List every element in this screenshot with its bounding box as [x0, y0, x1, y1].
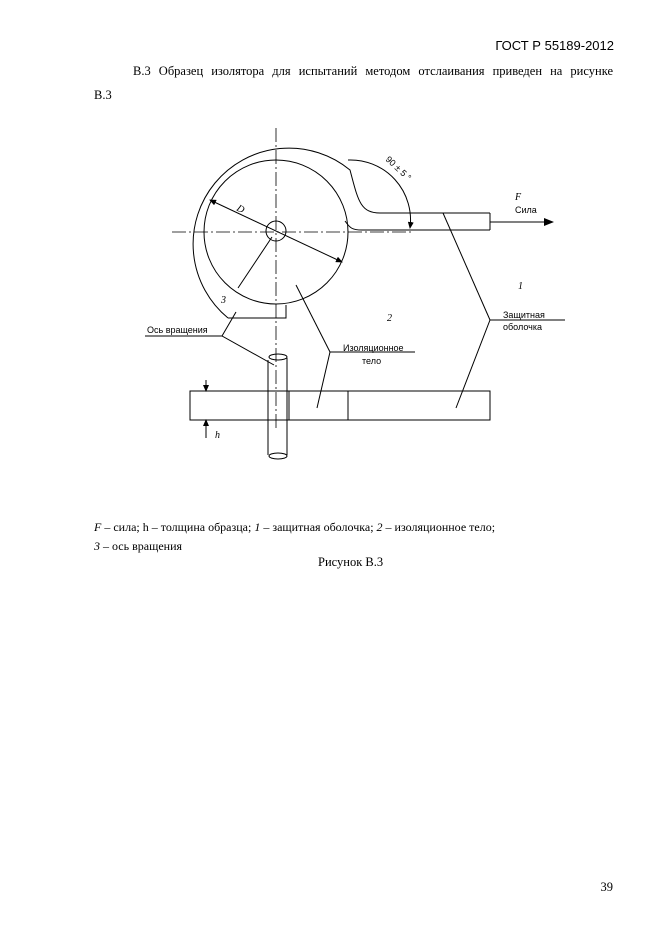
diameter-line	[209, 199, 343, 263]
side-view-strip	[189, 390, 491, 421]
legend-3-text: – ось вращения	[100, 539, 183, 553]
insulating-body-label-2: тело	[362, 356, 381, 366]
thickness-label: h	[215, 430, 220, 441]
leader-axis-to-hole	[237, 236, 273, 289]
legend-1-text: – защитная оболочка;	[260, 520, 377, 534]
figure-legend-line-1: F – сила; h – толщина образца; 1 – защит…	[94, 520, 495, 535]
rotation-axis-label: Ось вращения	[147, 325, 208, 335]
leader-protective-sheath	[455, 319, 565, 409]
force-label: Сила	[515, 205, 537, 215]
angle-arc	[347, 159, 414, 229]
leader-rotation-axis-2	[221, 311, 237, 337]
force-symbol: F	[514, 192, 522, 203]
leader-protective-sheath-2	[442, 212, 491, 321]
standard-number: ГОСТ Р 55189-2012	[495, 38, 614, 53]
diameter-label: D	[234, 202, 247, 216]
label-2: 2	[387, 313, 392, 324]
rod-bottom	[268, 452, 288, 460]
protective-sheath-label-2: оболочка	[503, 322, 542, 332]
leader-rotation-axis	[145, 335, 275, 366]
insulating-body-label-1: Изоляционное	[343, 343, 404, 353]
page-number: 39	[600, 880, 614, 894]
leader-insulating-body-2	[295, 284, 331, 353]
legend-f-symbol: F	[94, 520, 102, 534]
rod-top	[268, 353, 288, 361]
insulating-body-circle	[203, 159, 349, 305]
label-3: 3	[220, 295, 226, 306]
label-1: 1	[518, 281, 523, 292]
angle-label: 90 ± 5 °	[384, 154, 414, 183]
legend-2-text: – изоляционное тело;	[382, 520, 496, 534]
legend-3-symbol: 3	[94, 539, 100, 553]
figure-legend-line-2: 3 – ось вращения	[94, 539, 182, 554]
legend-2-symbol: 2	[376, 520, 383, 534]
protective-sheath-outer	[192, 147, 490, 319]
protective-sheath-label-1: Защитная	[503, 310, 545, 320]
paragraph-line-1: В.3 Образец изолятора для испытаний мето…	[133, 64, 613, 78]
protective-sheath-inner	[344, 220, 490, 231]
legend-f-text: – сила; h – толщина образца;	[101, 520, 255, 534]
paragraph-line-2: В.3	[94, 88, 112, 102]
figure-caption: Рисунок В.3	[318, 555, 384, 569]
sheath-bottom-lead	[228, 305, 287, 319]
legend-1-symbol: 1	[254, 520, 261, 534]
